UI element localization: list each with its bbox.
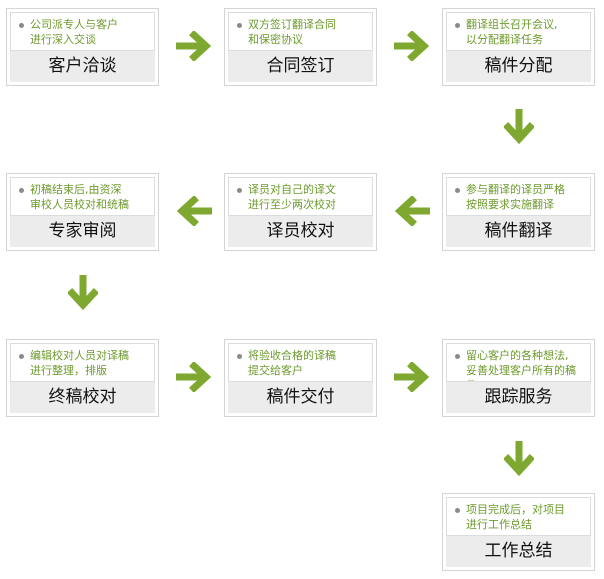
bullet-icon — [19, 188, 24, 193]
bullet-icon — [19, 23, 24, 28]
bullet-icon — [455, 188, 460, 193]
step-description-line: 进行深入交谈 — [30, 33, 96, 46]
step-title: 工作总结 — [446, 535, 591, 567]
step-card-1: 公司派专人与客户 进行深入交谈 客户洽谈 — [6, 8, 159, 86]
step-description: 翻译组长召开会议, 以分配翻译任务 — [446, 12, 591, 54]
bullet-icon — [237, 23, 242, 28]
step-title: 稿件分配 — [446, 50, 591, 82]
arrow-right-icon — [176, 362, 212, 392]
arrow-right-icon — [394, 31, 430, 61]
step-title: 译员校对 — [228, 215, 373, 247]
step-description-line: 进行工作总结 — [466, 518, 532, 531]
step-description: 将验收合格的译稿 提交给客户 — [228, 343, 373, 385]
step-title: 稿件翻译 — [446, 215, 591, 247]
step-card-8: 将验收合格的译稿 提交给客户 稿件交付 — [224, 339, 377, 417]
step-description-line: 以分配翻译任务 — [466, 33, 543, 46]
step-card-10: 项目完成后，对项目 进行工作总结 工作总结 — [442, 493, 595, 571]
step-card-6: 初稿结束后,由资深 审校人员校对和统稿 专家审阅 — [6, 173, 159, 251]
arrow-down-icon — [504, 109, 534, 145]
step-description-line: 提交给客户 — [248, 364, 303, 377]
step-description-line: 将验收合格的译稿 — [248, 349, 336, 362]
step-description-line: 项目完成后，对项目 — [466, 503, 565, 516]
step-card-4: 参与翻译的译员严格 按照要求实施翻译 稿件翻译 — [442, 173, 595, 251]
bullet-icon — [455, 508, 460, 513]
step-description: 项目完成后，对项目 进行工作总结 — [446, 497, 591, 539]
bullet-icon — [237, 354, 242, 359]
arrow-down-icon — [504, 441, 534, 477]
step-description-line: 进行至少两次校对 — [248, 198, 336, 211]
arrow-left-icon — [176, 196, 212, 226]
step-description: 参与翻译的译员严格 按照要求实施翻译 — [446, 177, 591, 219]
step-description-line: 初稿结束后,由资深 — [30, 183, 122, 196]
step-card-2: 双方签订翻译合同 和保密协议 合同签订 — [224, 8, 377, 86]
step-description-line: 按照要求实施翻译 — [466, 198, 554, 211]
bullet-icon — [19, 354, 24, 359]
step-card-9: 留心客户的各种想法, 妥善处理客户所有的稿件 跟踪服务 — [442, 339, 595, 417]
step-description-line: 翻译组长召开会议, — [466, 18, 558, 31]
step-title: 客户洽谈 — [10, 50, 155, 82]
step-description-line: 公司派专人与客户 — [30, 18, 118, 31]
step-description-line: 编辑校对人员对译稿 — [30, 349, 129, 362]
step-card-3: 翻译组长召开会议, 以分配翻译任务 稿件分配 — [442, 8, 595, 86]
step-title: 专家审阅 — [10, 215, 155, 247]
step-description-line: 留心客户的各种想法, — [466, 349, 569, 362]
bullet-icon — [455, 23, 460, 28]
step-description-line: 进行整理，排版 — [30, 364, 107, 377]
step-title: 终稿校对 — [10, 381, 155, 413]
arrow-left-icon — [394, 196, 430, 226]
arrow-down-icon — [68, 275, 98, 311]
step-description-line: 审校人员校对和统稿 — [30, 198, 129, 211]
step-description: 公司派专人与客户 进行深入交谈 — [10, 12, 155, 54]
bullet-icon — [455, 354, 460, 359]
step-description-line: 参与翻译的译员严格 — [466, 183, 565, 196]
step-description-line: 和保密协议 — [248, 33, 303, 46]
step-description: 译员对自己的译文 进行至少两次校对 — [228, 177, 373, 219]
step-description-line: 双方签订翻译合同 — [248, 18, 336, 31]
step-title: 稿件交付 — [228, 381, 373, 413]
step-card-7: 编辑校对人员对译稿 进行整理，排版 终稿校对 — [6, 339, 159, 417]
step-description: 留心客户的各种想法, 妥善处理客户所有的稿件 — [446, 343, 591, 392]
bullet-icon — [237, 188, 242, 193]
step-description: 初稿结束后,由资深 审校人员校对和统稿 — [10, 177, 155, 219]
arrow-right-icon — [394, 362, 430, 392]
step-title: 合同签订 — [228, 50, 373, 82]
step-card-5: 译员对自己的译文 进行至少两次校对 译员校对 — [224, 173, 377, 251]
step-description: 双方签订翻译合同 和保密协议 — [228, 12, 373, 54]
step-title: 跟踪服务 — [446, 381, 591, 413]
arrow-right-icon — [176, 31, 212, 61]
step-description: 编辑校对人员对译稿 进行整理，排版 — [10, 343, 155, 385]
step-description-line: 译员对自己的译文 — [248, 183, 336, 196]
